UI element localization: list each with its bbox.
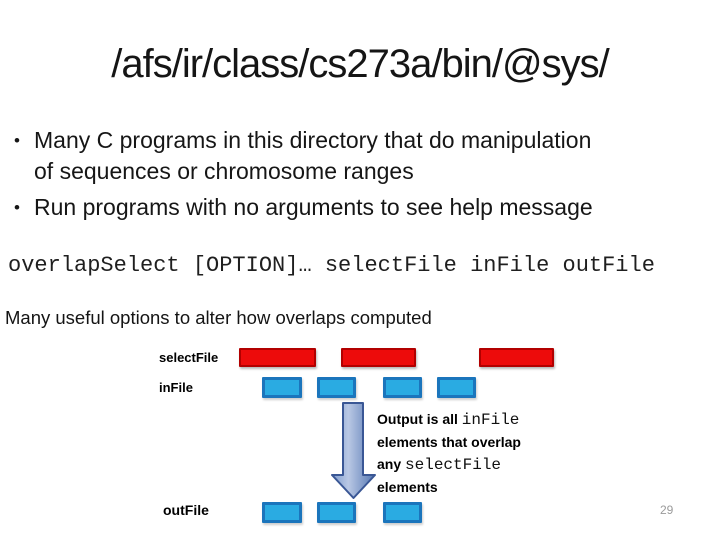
command-usage-line: overlapSelect [OPTION]… selectFile inFil… xyxy=(8,253,655,278)
in-file-bar xyxy=(317,377,356,398)
bullet-item-1: • Many C programs in this directory that… xyxy=(12,125,702,187)
slide-title: /afs/ir/class/cs273a/bin/@sys/ xyxy=(111,42,609,86)
code-selectfile: selectFile xyxy=(405,456,502,474)
annotation-line: elements that overlap xyxy=(377,434,521,450)
bullet-list: • Many C programs in this directory that… xyxy=(12,125,702,223)
select-file-bar xyxy=(341,348,416,367)
in-file-bar xyxy=(262,377,302,398)
bullet-line: of sequences or chromosome ranges xyxy=(34,158,414,184)
bullet-icon: • xyxy=(14,131,20,150)
bullet-line: Many C programs in this directory that d… xyxy=(34,127,592,153)
select-file-label: selectFile xyxy=(159,350,219,365)
in-file-bar xyxy=(383,377,422,398)
select-file-bar xyxy=(239,348,316,367)
out-file-label: outFile xyxy=(163,502,209,518)
annotation-line: elements xyxy=(377,479,438,495)
output-annotation: Output is all inFile elements that overl… xyxy=(377,408,562,498)
annotation-line: Output is all inFile xyxy=(377,411,520,429)
code-infile: inFile xyxy=(461,411,520,429)
out-file-bar xyxy=(317,502,356,523)
down-arrow-icon xyxy=(331,402,378,500)
annotation-line: any selectFile xyxy=(377,456,502,474)
out-file-bar xyxy=(262,502,302,523)
select-file-bar xyxy=(479,348,554,367)
in-file-bar xyxy=(437,377,476,398)
out-file-bar xyxy=(383,502,422,523)
bullet-icon: • xyxy=(14,198,20,217)
options-note: Many useful options to alter how overlap… xyxy=(5,307,432,328)
page-number: 29 xyxy=(660,503,674,517)
bullet-item-2: • Run programs with no arguments to see … xyxy=(12,192,702,223)
in-file-label: inFile xyxy=(159,380,193,395)
bullet-line: Run programs with no arguments to see he… xyxy=(34,194,593,220)
